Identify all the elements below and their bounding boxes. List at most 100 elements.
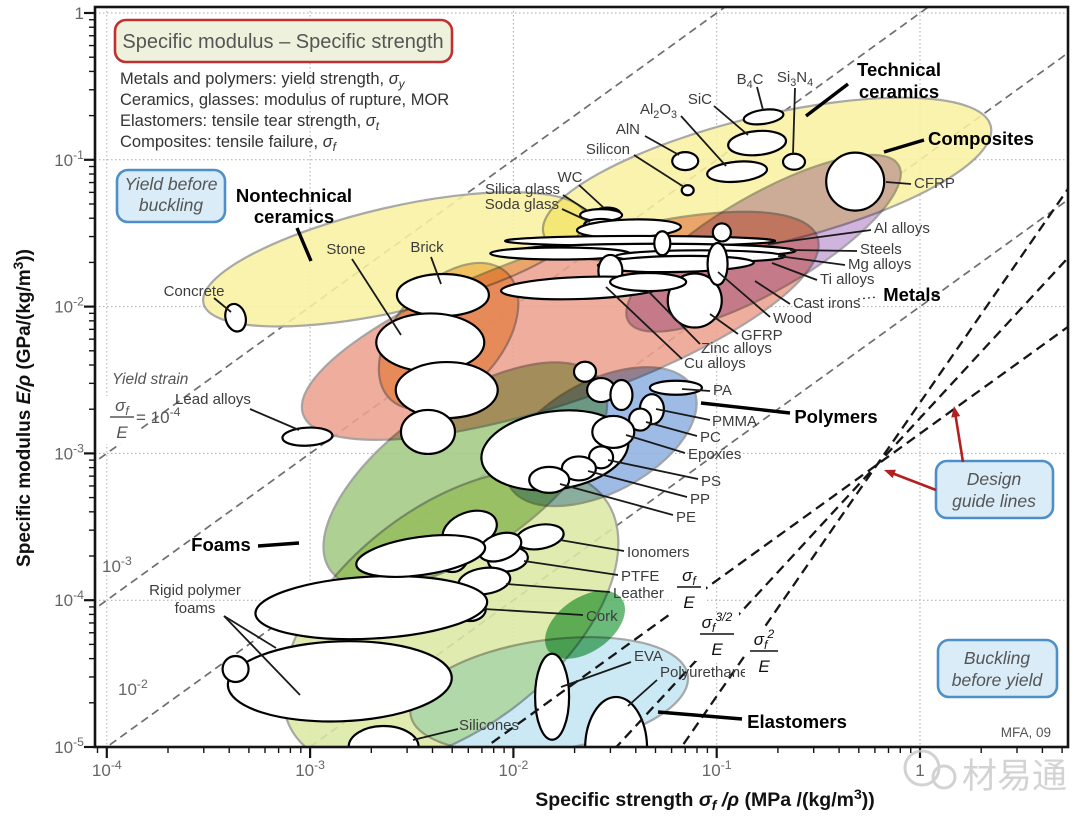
material-blob-si3n4: [781, 152, 807, 171]
fraction-bg: [105, 396, 139, 444]
fraction-bg: [745, 630, 783, 678]
material-blob-wood: [706, 241, 729, 287]
family-dotted-connector: [857, 296, 879, 300]
material-label: Epoxies: [688, 446, 741, 463]
material-label: EVA: [634, 648, 663, 665]
material-label: Cu alloys: [684, 355, 746, 372]
material-blob-pa: [648, 379, 704, 396]
strain-contour-label: 10-3: [102, 554, 132, 576]
y-tick-label: 10-5: [54, 735, 84, 757]
leader-line: [562, 194, 589, 212]
material-blob-aln: [671, 150, 700, 172]
leader-line: [681, 388, 711, 392]
material-label: Polyurethane: [660, 664, 748, 681]
material-label: Al alloys: [874, 220, 930, 237]
material-blob-sic: [727, 129, 788, 157]
material-label: PMMA: [712, 413, 757, 430]
family-leader-line: [883, 138, 925, 154]
design-guide-lines-box-label: guide lines: [952, 491, 1036, 511]
plot-frame: [93, 5, 1070, 749]
material-label: Zinc alloys: [701, 340, 772, 357]
material-blob-silicones: [347, 724, 420, 746]
leader-line: [777, 255, 846, 266]
material-label: Soda glass: [485, 196, 559, 213]
y-tick-label: 10-2: [54, 295, 84, 317]
leader-line: [647, 290, 701, 345]
fraction-bg: [695, 613, 739, 661]
leader-line: [223, 615, 277, 649]
buckling-before-yield-box-label: Buckling: [964, 648, 1030, 668]
red-arrow-head: [951, 406, 961, 418]
legend-note-line: Ceramics, glasses: modulus of rupture, M…: [120, 91, 449, 109]
material-label: Concrete: [164, 283, 225, 300]
leader-line: [559, 483, 674, 516]
fraction-num: σf: [115, 396, 130, 418]
leader-line: [709, 313, 739, 335]
leader-line: [605, 286, 683, 360]
leader-line: [655, 408, 711, 421]
yield-strain-contour: [96, 8, 726, 463]
material-label: Silicones: [459, 717, 519, 734]
material-blob-pp: [560, 455, 598, 482]
family-label-nontechnical-ceramics: Nontechnical: [236, 185, 352, 206]
leader-line: [607, 459, 699, 480]
material-blob-rigid-foam-1: [254, 574, 489, 641]
material-blob-metal-vert-2: [653, 230, 672, 257]
family-label-elastomers: Elastomers: [747, 711, 847, 732]
design-guide-line: [680, 188, 1067, 746]
buckling-before-yield-box: [936, 638, 1059, 699]
y-tick-label: 10-3: [54, 441, 84, 463]
leader-line: [792, 87, 796, 155]
material-label: Stone: [326, 241, 365, 258]
family-leader-line: [657, 710, 743, 721]
y-axis-title: Specific modulus E/ρ (GPa/(kg/m3)): [11, 249, 35, 567]
x-tick-label: 10-1: [702, 758, 732, 780]
family-label-foams: Foams: [191, 534, 251, 555]
fraction-num: σf3/2: [702, 610, 733, 635]
leader-line: [771, 262, 818, 281]
y-tick-label: 10-4: [54, 588, 84, 610]
material-label: Ti alloys: [820, 271, 874, 288]
material-label: Brick: [410, 239, 444, 256]
material-blob-silicon: [680, 184, 695, 197]
material-label: PS: [701, 473, 721, 490]
leader-line: [756, 86, 764, 111]
family-leader-line: [804, 82, 850, 118]
material-label: AlN: [616, 121, 640, 138]
legend-note-line: Elastomers: tensile tear strength, σt: [120, 112, 380, 133]
fraction-bg: [672, 566, 706, 614]
leader-line: [625, 434, 686, 454]
material-blob-lead-alloys: [281, 426, 334, 447]
material-label: GFRP: [741, 327, 783, 344]
fraction-den: E: [758, 657, 770, 676]
yield-strain-title: Yield strain: [112, 371, 188, 388]
family-label-technical-ceramics: Technical: [857, 59, 941, 80]
material-blob-rigid-foam-3: [355, 534, 487, 578]
leader-line: [680, 115, 727, 167]
x-tick-label: 10-3: [295, 758, 325, 780]
red-arrow: [953, 413, 965, 463]
fraction-num: σf: [682, 566, 697, 588]
fraction-den: E: [116, 423, 128, 442]
material-label: PC: [700, 429, 721, 446]
leader-line: [505, 583, 611, 593]
material-label: PTFE: [621, 568, 659, 585]
yield-before-buckling-box-label: buckling: [139, 195, 203, 215]
leader-line: [412, 728, 459, 741]
material-label: Si3N4: [777, 69, 813, 89]
design-guide-lines-box-label: Design: [967, 469, 1021, 489]
material-blob-foam-circle: [221, 654, 250, 684]
material-label: Mg alloys: [848, 256, 911, 273]
material-label: Leather: [613, 585, 664, 602]
leader-line: [885, 181, 912, 185]
family-label-technical-ceramics: ceramics: [859, 81, 939, 102]
chart-title: Specific modulus – Specific strength: [122, 31, 443, 53]
leader-line: [627, 679, 658, 707]
material-label: Al2O3: [640, 101, 677, 121]
material-label: SiC: [688, 91, 712, 108]
leader-line: [767, 229, 872, 245]
leader-line: [559, 539, 625, 552]
